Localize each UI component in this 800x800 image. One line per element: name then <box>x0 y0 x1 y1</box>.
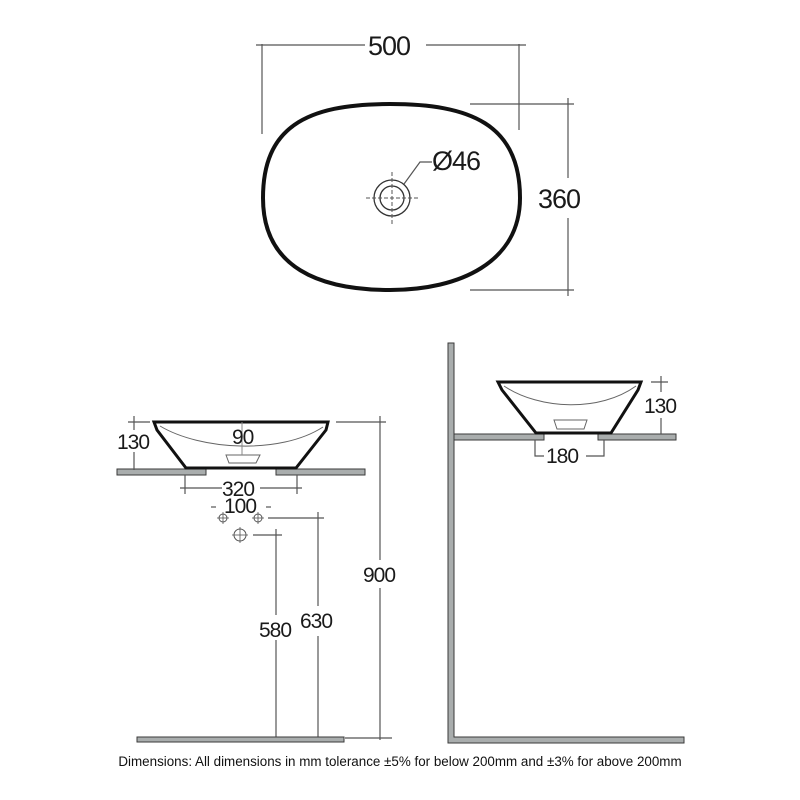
plan-view: Ø46 500 360 <box>256 31 581 296</box>
side-view: 130 180 <box>447 342 685 744</box>
floor-front <box>136 736 345 743</box>
shelf-right <box>597 433 677 441</box>
tap-hole-left-icon <box>217 512 229 524</box>
basin-plan-outline <box>260 101 523 293</box>
depth-label: 360 <box>538 184 580 214</box>
width-label: 500 <box>368 31 410 61</box>
waste-outlet-icon <box>232 527 248 543</box>
waste-diameter-label: Ø46 <box>432 146 480 176</box>
side-height-label: 130 <box>644 395 676 418</box>
waste-height-label: 580 <box>259 619 291 642</box>
countertop-right <box>275 468 366 476</box>
front-height-label: 130 <box>117 431 149 454</box>
counter-height-label: 900 <box>363 564 395 587</box>
front-view: 90 130 320 100 <box>116 416 396 743</box>
tap-height-label: 630 <box>300 610 332 633</box>
bowl-depth-label: 90 <box>232 426 254 449</box>
tap-spacing-label: 100 <box>224 495 256 518</box>
diameter-leader <box>403 161 432 185</box>
waste-side-icon <box>553 419 588 430</box>
basin-front-outline <box>151 420 330 470</box>
basin-side-outline <box>495 380 644 435</box>
tap-hole-right-icon <box>252 512 264 524</box>
cutout-width-label: 320 <box>222 478 254 501</box>
dimensions-note: Dimensions: All dimensions in mm toleran… <box>118 754 682 769</box>
countertop-left <box>116 468 207 476</box>
wall-and-floor <box>447 342 685 744</box>
shelf-left <box>453 433 545 441</box>
side-cutout-label: 180 <box>546 445 578 468</box>
waste-front-icon <box>225 454 261 464</box>
